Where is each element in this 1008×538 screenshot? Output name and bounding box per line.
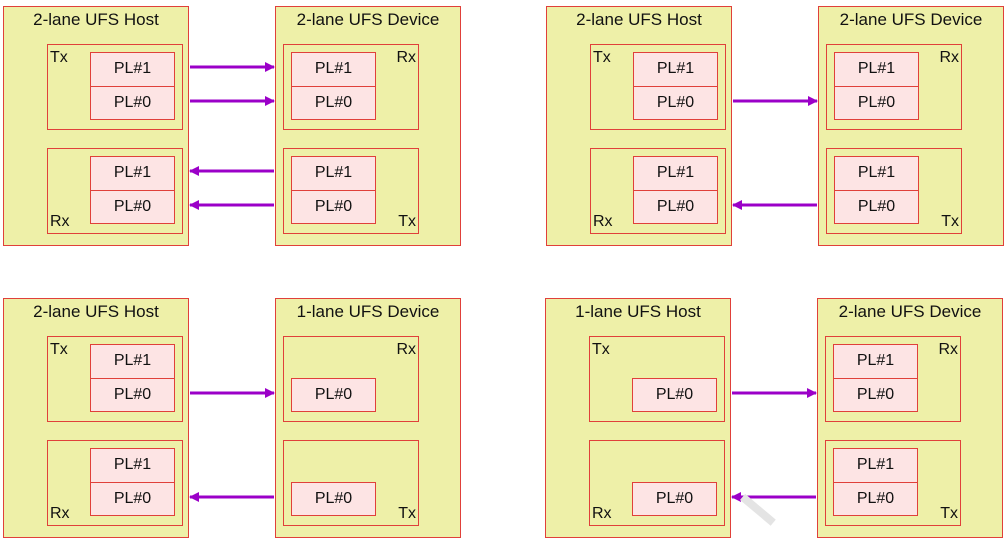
lane-box: PL#1 xyxy=(833,344,918,378)
device-title: 2-lane UFS Device xyxy=(838,302,982,321)
device-title: 1-lane UFS Device xyxy=(296,302,440,321)
device-tx-label: Tx xyxy=(398,505,416,522)
lane-box: PL#1 xyxy=(834,156,919,190)
lane-box: PL#0 xyxy=(632,378,717,412)
lane-box: PL#1 xyxy=(633,52,718,86)
device-title: 2-lane UFS Device xyxy=(839,10,983,29)
host-title: 1-lane UFS Host xyxy=(575,302,701,321)
lane-box: PL#1 xyxy=(90,344,175,378)
host-rx-label: Rx xyxy=(593,213,613,230)
lane-box: PL#1 xyxy=(90,448,175,482)
lane-box: PL#0 xyxy=(291,378,376,412)
host-rx-label: Rx xyxy=(50,213,70,230)
lane-box: PL#1 xyxy=(834,52,919,86)
host-tx-label: Tx xyxy=(50,341,68,358)
lane-box: PL#0 xyxy=(834,190,919,224)
host-title: 2-lane UFS Host xyxy=(576,10,702,29)
lane-box: PL#0 xyxy=(291,86,376,120)
host-title: 2-lane UFS Host xyxy=(33,10,159,29)
lane-box: PL#0 xyxy=(291,190,376,224)
lane-box: PL#1 xyxy=(90,156,175,190)
device-title: 2-lane UFS Device xyxy=(296,10,440,29)
host-rx-label: Rx xyxy=(50,505,70,522)
host-tx-label: Tx xyxy=(50,49,68,66)
lane-box: PL#1 xyxy=(833,448,918,482)
device-rx-label: Rx xyxy=(938,341,958,358)
device-tx-group: Tx PL#0 xyxy=(283,440,419,526)
lane-box: PL#0 xyxy=(90,378,175,412)
lane-box: PL#0 xyxy=(633,86,718,120)
lane-box: PL#0 xyxy=(90,190,175,224)
host-rx-group: Rx PL#0 xyxy=(589,440,725,526)
lane-box: PL#1 xyxy=(633,156,718,190)
device-tx-label: Tx xyxy=(940,505,958,522)
lane-box: PL#0 xyxy=(834,86,919,120)
device-rx-label: Rx xyxy=(396,341,416,358)
lane-box: PL#1 xyxy=(90,52,175,86)
lane-box: PL#0 xyxy=(633,190,718,224)
device-tx-label: Tx xyxy=(398,213,416,230)
lane-box: PL#0 xyxy=(90,86,175,120)
lane-box: PL#0 xyxy=(632,482,717,516)
lane-box: PL#0 xyxy=(291,482,376,516)
host-title: 2-lane UFS Host xyxy=(33,302,159,321)
host-tx-label: Tx xyxy=(592,341,610,358)
lane-box: PL#0 xyxy=(833,482,918,516)
lane-box: PL#0 xyxy=(90,482,175,516)
device-tx-label: Tx xyxy=(941,213,959,230)
lane-box: PL#1 xyxy=(291,52,376,86)
host-rx-label: Rx xyxy=(592,505,612,522)
lane-box: PL#0 xyxy=(833,378,918,412)
device-rx-label: Rx xyxy=(396,49,416,66)
device-rx-label: Rx xyxy=(939,49,959,66)
watermark-stroke xyxy=(740,493,776,526)
host-tx-label: Tx xyxy=(593,49,611,66)
lane-box: PL#1 xyxy=(291,156,376,190)
